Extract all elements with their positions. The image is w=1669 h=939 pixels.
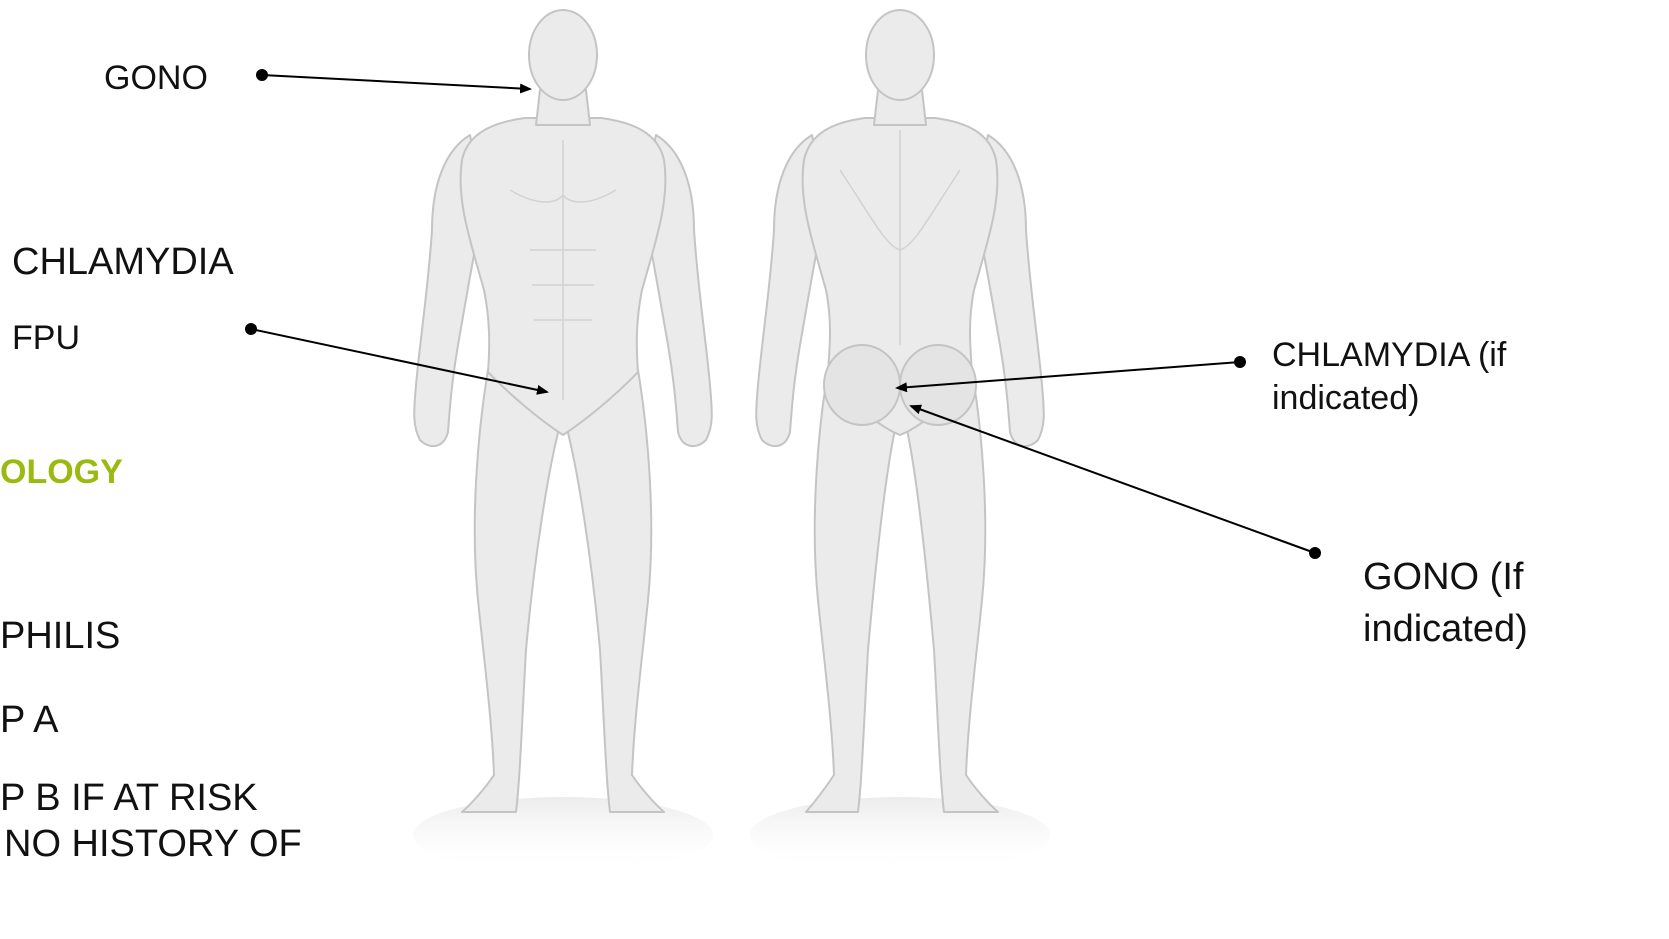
label-hep-a: P A (0, 698, 58, 743)
label-gono-rectal-line2: indicated) (1363, 607, 1528, 652)
pointer-gono-throat (256, 69, 530, 89)
label-chlamydia-rectal-line1: CHLAMYDIA (if (1272, 335, 1506, 375)
label-hep-b-line2: NO HISTORY OF (4, 822, 302, 867)
label-gono-rectal-line1: GONO (If (1363, 555, 1523, 600)
label-gono-throat: GONO (104, 58, 208, 98)
label-syphilis: PHILIS (0, 614, 120, 659)
label-chlamydia: CHLAMYDIA (12, 240, 234, 285)
label-chlamydia-rectal-line2: indicated) (1272, 378, 1419, 418)
front-body-figure (413, 10, 713, 873)
label-hep-b-line1: P B IF AT RISK (0, 776, 258, 821)
serology-heading: OLOGY (0, 452, 123, 492)
label-fpu: FPU (12, 318, 80, 358)
back-body-figure (750, 10, 1050, 873)
